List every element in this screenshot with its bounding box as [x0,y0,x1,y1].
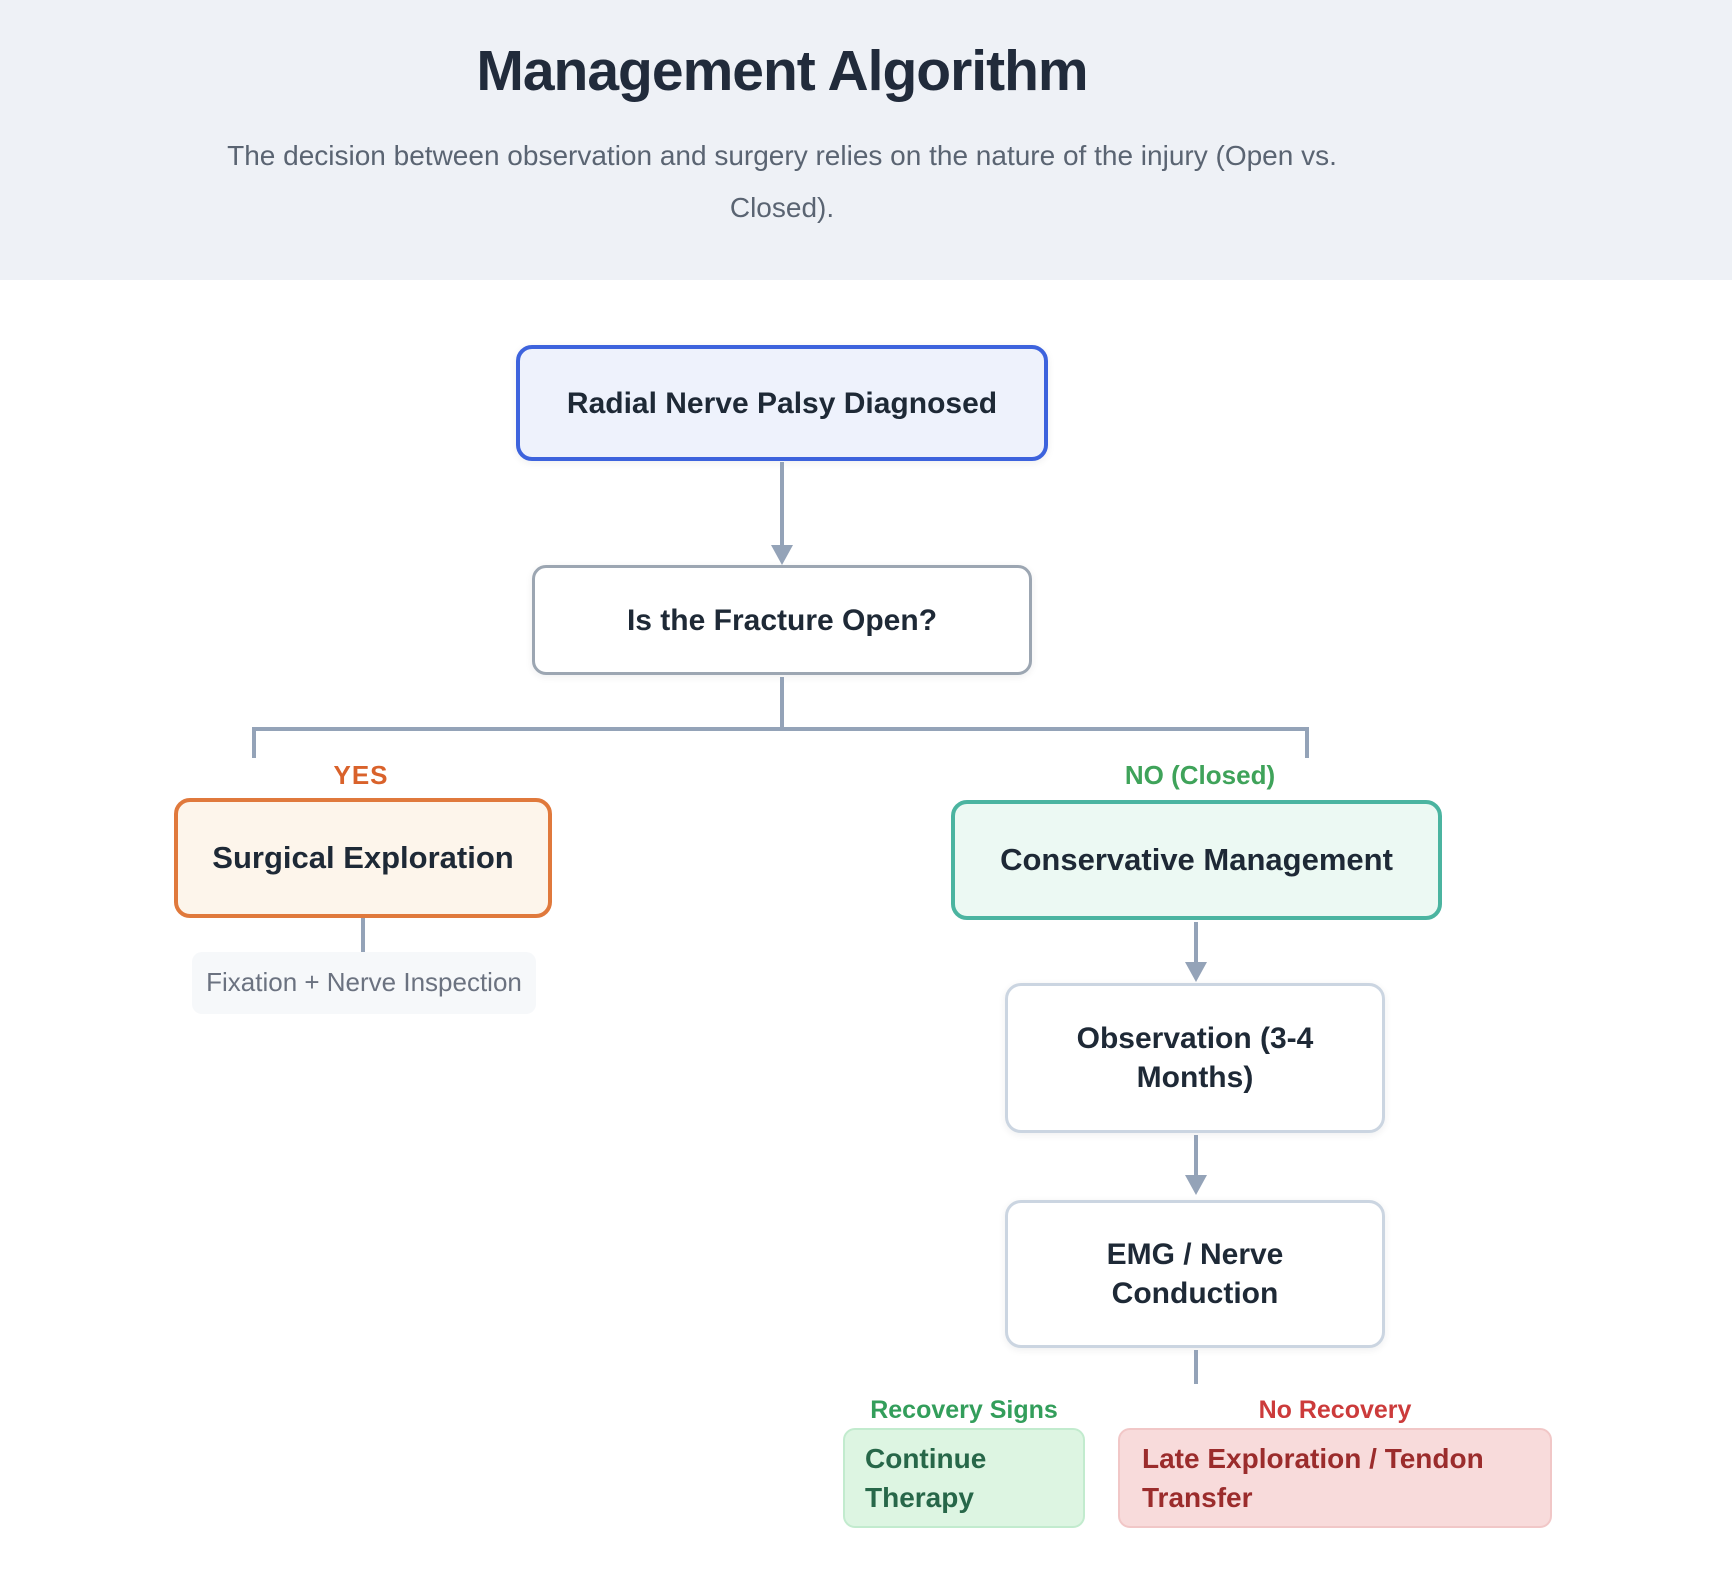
connector-line [252,727,256,758]
branch-label-no: NO (Closed) [1124,760,1276,790]
connector-line [1305,727,1309,758]
connector-line [1194,922,1198,964]
connector-line [1194,1350,1198,1384]
page-title: Management Algorithm [476,39,1088,103]
node-fixation-note: Fixation + Nerve Inspection [192,952,536,1014]
node-late-exploration-tendon-transfer: Late Exploration / Tendon Transfer [1118,1428,1552,1528]
outcome-label-recovery-signs: Recovery Signs [870,1396,1058,1424]
node-surgical-exploration: Surgical Exploration [174,798,552,918]
page-header: Management Algorithm The decision betwee… [0,0,1732,280]
node-conservative-management: Conservative Management [951,800,1442,920]
arrow-down-icon [1185,962,1207,982]
connector-line [780,677,784,727]
connector-line [361,918,365,954]
node-emg-nerve-conduction: EMG / Nerve Conduction [1005,1200,1385,1348]
node-observation: Observation (3-4 Months) [1005,983,1385,1133]
header-content: Management Algorithm The decision betwee… [0,0,1564,234]
node-continue-therapy: Continue Therapy [843,1428,1085,1528]
arrow-down-icon [771,545,793,565]
arrow-down-icon [1185,1175,1207,1195]
connector-line [1194,1135,1198,1177]
node-diagnosed: Radial Nerve Palsy Diagnosed [516,345,1048,461]
page-subtitle: The decision between observation and sur… [227,140,1337,223]
node-fracture-question: Is the Fracture Open? [532,565,1032,675]
branch-line [252,727,1309,731]
connector-line [780,462,784,545]
branch-label-yes: YES [333,760,389,790]
outcome-label-no-recovery: No Recovery [1258,1396,1412,1424]
